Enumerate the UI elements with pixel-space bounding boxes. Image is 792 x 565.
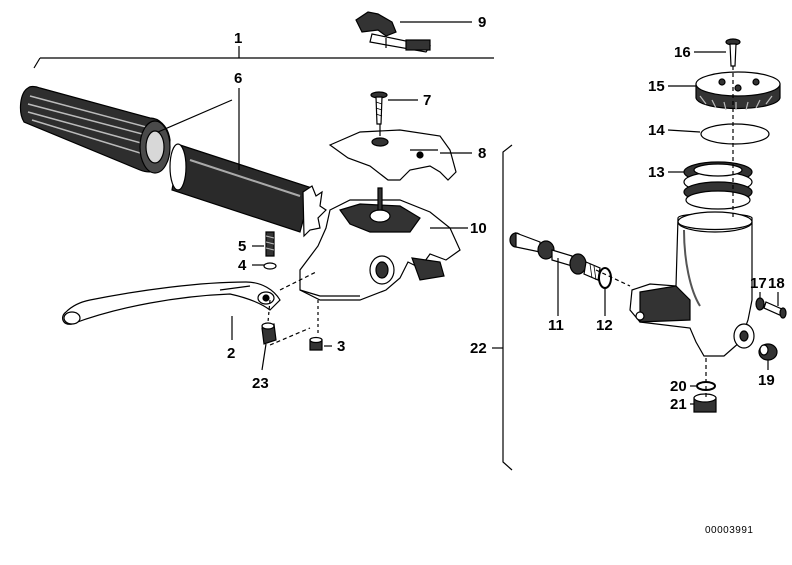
lever-housing bbox=[299, 187, 461, 301]
leader-23 bbox=[261, 343, 267, 371]
callout-9: 9 bbox=[478, 14, 487, 31]
callout-22: 22 bbox=[470, 340, 487, 357]
throttle-tube bbox=[169, 143, 327, 238]
callout-7: 7 bbox=[423, 92, 432, 109]
callout-20: 20 bbox=[670, 378, 687, 395]
circlip bbox=[598, 267, 612, 289]
rubber-bellows bbox=[683, 161, 753, 210]
piston-assembly bbox=[509, 232, 601, 281]
fitting-21 bbox=[693, 393, 717, 413]
bracket-line-22 bbox=[502, 144, 513, 471]
callout-6: 6 bbox=[234, 70, 243, 87]
axis-line-3 bbox=[269, 327, 311, 346]
cap-screw bbox=[725, 38, 741, 67]
adjuster-screw bbox=[263, 231, 277, 270]
banjo-screw-18 bbox=[755, 297, 787, 319]
axis-line-piston bbox=[595, 269, 631, 287]
callout-3: 3 bbox=[337, 338, 346, 355]
callout-16: 16 bbox=[674, 44, 691, 61]
callout-23: 23 bbox=[252, 375, 269, 392]
switch-part bbox=[355, 11, 431, 53]
callout-14: 14 bbox=[648, 122, 665, 139]
nut bbox=[309, 336, 323, 351]
drawing-reference-code: 00003991 bbox=[705, 525, 754, 536]
callout-8: 8 bbox=[478, 145, 487, 162]
callout-13: 13 bbox=[648, 164, 665, 181]
leader-14 bbox=[667, 129, 701, 133]
cover-plate bbox=[328, 129, 457, 181]
hand-grip bbox=[19, 85, 171, 174]
reservoir-cap bbox=[695, 71, 781, 111]
axis-line-23 bbox=[267, 299, 271, 323]
bushing bbox=[261, 322, 277, 345]
master-cylinder-reservoir bbox=[629, 211, 755, 357]
callout-17: 17 bbox=[750, 275, 767, 292]
screw-7 bbox=[370, 91, 388, 125]
callout-15: 15 bbox=[648, 78, 665, 95]
bleed-plug bbox=[758, 343, 778, 361]
callout-10: 10 bbox=[470, 220, 487, 237]
callout-4: 4 bbox=[238, 257, 247, 274]
bracket-tick-1 bbox=[33, 57, 41, 69]
callout-18: 18 bbox=[768, 275, 785, 292]
leader-6b bbox=[157, 99, 233, 133]
callout-21: 21 bbox=[670, 396, 687, 413]
callout-11: 11 bbox=[548, 317, 564, 334]
callout-12: 12 bbox=[596, 317, 613, 334]
callout-5: 5 bbox=[238, 238, 247, 255]
callout-2: 2 bbox=[227, 345, 236, 362]
diaphragm bbox=[700, 123, 770, 145]
callout-1: 1 bbox=[234, 30, 243, 47]
brake-lever bbox=[62, 281, 281, 325]
callout-19: 19 bbox=[758, 372, 775, 389]
